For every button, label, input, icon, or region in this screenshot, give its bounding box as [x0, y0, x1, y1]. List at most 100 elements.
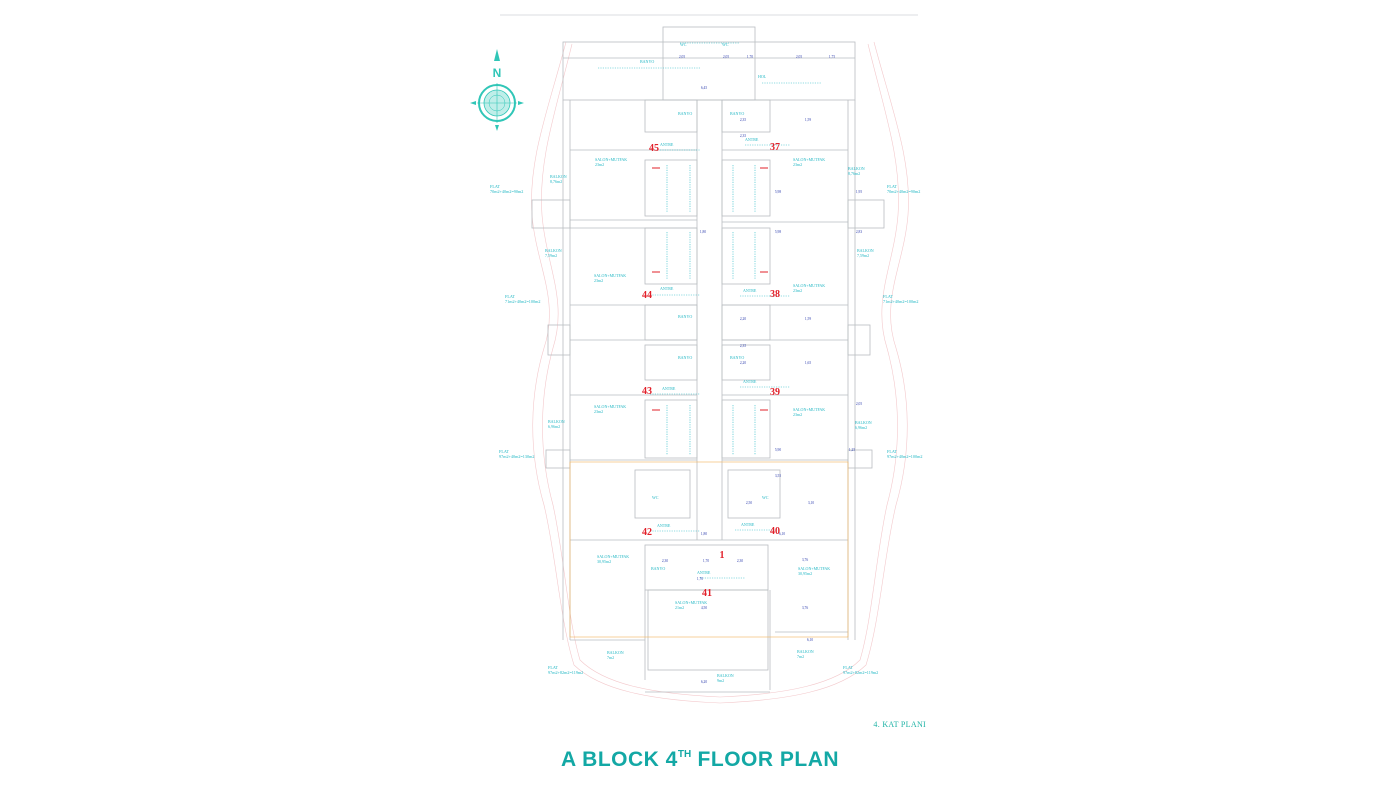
flat-area-label: 97m2+82m2=119m2: [548, 670, 583, 675]
orange-outline: [569, 461, 849, 638]
dimension-label: 2,30: [662, 559, 668, 564]
unit-number: 37: [770, 142, 780, 153]
room-label: 30,95m2: [597, 559, 611, 565]
flat-area-label: 97m2+40m2=100m2: [887, 454, 922, 459]
flat-area-label: FLAT: [490, 184, 500, 189]
room-label: 9m2: [717, 678, 724, 683]
dimension-label: 2,35: [740, 118, 746, 123]
room-label: 21m2: [675, 605, 684, 610]
north-compass-icon: N: [470, 49, 524, 131]
flat-area-label: FLAT: [883, 294, 893, 299]
flat-area-label: FLAT: [843, 665, 853, 670]
room-label: ANTRE: [745, 137, 759, 142]
unit-number: 40: [770, 526, 780, 537]
dashed-guides: [598, 42, 822, 579]
dimension-label: 3,10: [808, 501, 814, 506]
room-label: BALKON: [545, 248, 562, 253]
dimension-label: 3,76: [802, 558, 808, 563]
flat-area-label: FLAT: [887, 449, 897, 454]
wall-linework: [531, 26, 885, 693]
unit-number: 43: [642, 386, 652, 397]
room-label: WC: [722, 42, 729, 47]
dimension-label: 2,05: [796, 55, 802, 60]
flat-area-label: 70m2+40m2=90m2: [887, 189, 920, 194]
unit-number: 44: [642, 290, 652, 301]
dimension-label: 1,70: [697, 577, 703, 582]
room-label: BANYO: [678, 111, 692, 116]
dimension-label: 1,25: [849, 448, 855, 453]
room-label: BALKON: [857, 248, 874, 253]
room-label: WC: [762, 495, 769, 500]
page-title: A BLOCK 4TH FLOOR PLAN: [0, 748, 1400, 772]
room-label: SALON+MUTFAK: [793, 157, 825, 162]
flat-area-label: 97m2+82m2=119m2: [843, 670, 878, 675]
room-label: ANTRE: [662, 386, 676, 391]
red-marks: [652, 167, 768, 411]
room-label: BALKON: [855, 420, 872, 425]
room-label: 6,96m2: [855, 425, 867, 431]
title-superscript: TH: [677, 749, 692, 760]
dimension-label: 2,30: [737, 559, 743, 564]
room-label: SALON+MUTFAK: [595, 157, 627, 162]
room-label: BALKON: [848, 166, 865, 171]
room-label: 8,76m2: [550, 179, 562, 185]
dimension-label: 5,98: [775, 230, 781, 235]
unit-number: 45: [649, 143, 659, 154]
room-label: BANYO: [640, 59, 654, 64]
title-prefix: A BLOCK 4: [560, 748, 678, 771]
room-label: ANTRE: [743, 288, 757, 293]
room-label: ANTRE: [741, 522, 755, 527]
room-label: BANYO: [730, 111, 744, 116]
room-label: BALKON: [550, 174, 567, 179]
room-label: BALKON: [717, 673, 734, 678]
flat-area-label: 71m2+40m2=100m2: [505, 299, 540, 304]
flat-area-label: 71m2+40m2=100m2: [883, 299, 918, 304]
room-label: ANTRE: [660, 286, 674, 291]
room-label: WC: [680, 42, 687, 47]
dimension-label: 3,55: [775, 474, 781, 479]
dimension-label: 1,59: [805, 118, 811, 123]
dimension-label: 1,65: [805, 361, 811, 366]
plan-caption: 4. KAT PLANI: [873, 720, 926, 729]
dimension-label: 1,95: [856, 190, 862, 195]
room-label: BALKON: [607, 650, 624, 655]
dimension-label: 1,80: [700, 230, 706, 235]
room-label: 6,96m2: [548, 424, 560, 430]
flat-area-labels: FLAT70m2+40m2=90m2FLAT70m2+40m2=90m2FLAT…: [490, 184, 922, 675]
room-label: SALON+MUTFAK: [594, 404, 626, 409]
room-label: 23m2: [594, 278, 603, 283]
unit-number: 38: [770, 289, 780, 300]
dimension-label: 6,45: [701, 86, 707, 91]
room-label: BALKON: [797, 649, 814, 654]
room-label: 7m2: [607, 655, 614, 660]
dimension-label: 2,83: [856, 230, 862, 235]
dimension-label: 5,90: [775, 448, 781, 453]
dimension-label: 1,70: [703, 559, 709, 564]
flat-area-label: FLAT: [499, 449, 509, 454]
dimension-label: 6,10: [807, 638, 813, 643]
dimension-label: 5,98: [775, 190, 781, 195]
room-label: 23m2: [793, 162, 802, 167]
dimension-label: 2,05: [679, 55, 685, 60]
north-letter: N: [493, 66, 502, 80]
dimension-label: 2,05: [723, 55, 729, 60]
room-labels: SALON+MUTFAK23m2SALON+MUTFAK23m2BALKON8,…: [545, 42, 874, 683]
room-label: BANYO: [678, 355, 692, 360]
room-label: 7,59m2: [857, 253, 869, 259]
room-label: BALKON: [548, 419, 565, 424]
room-label: ANTRE: [657, 523, 671, 528]
flat-area-label: 70m2+40m2=90m2: [490, 189, 523, 194]
dimension-label: 1,75: [829, 55, 835, 60]
room-label: 7m2: [797, 654, 804, 659]
dimension-label: 6,20: [701, 680, 707, 685]
room-label: 8,76m2: [848, 171, 860, 177]
room-label: 23m2: [595, 162, 604, 167]
building-envelope: [531, 41, 909, 704]
unit-number: 41: [702, 588, 712, 599]
room-label: BANYO: [730, 355, 744, 360]
unit-number: 42: [642, 527, 652, 538]
unit-number: 1: [720, 550, 725, 561]
dimension-label: 2,05: [856, 402, 862, 407]
